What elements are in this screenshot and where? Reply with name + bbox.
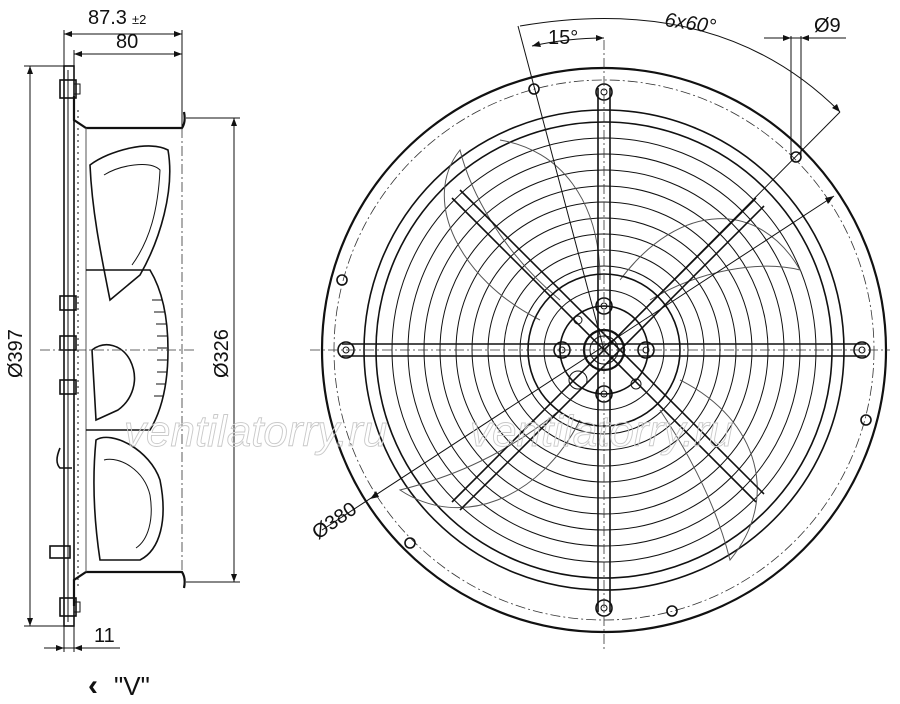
front-view: 15° 6x60° Ø9 Ø380 — [308, 9, 890, 650]
dim-depth-housing: 80 — [73, 31, 182, 96]
depth-total-label: 87.3 — [88, 7, 127, 29]
dim-hole-pattern: 6x60° — [519, 9, 841, 351]
flange-thickness-label: 11 — [94, 625, 115, 647]
dim-depth-total: 87.3 ±2 — [63, 7, 183, 128]
dim-inner-diameter: Ø326 — [186, 117, 240, 583]
blade-side-bottom — [93, 436, 164, 561]
hole-diameter-label: Ø9 — [814, 15, 841, 37]
depth-tolerance-label: ±2 — [132, 12, 146, 27]
dim-angle-offset: 15° — [517, 25, 605, 351]
dim-hole-diameter: Ø9 — [764, 15, 846, 157]
watermark: ventilatorry.ru — [124, 407, 387, 456]
flange-bolts — [49, 79, 81, 617]
mounting-flange — [63, 65, 75, 627]
watermark-repeat: ventilatorry.ru — [470, 407, 733, 456]
view-arrow: ‹ — [88, 669, 98, 702]
side-view: 87.3 ±2 80 Ø397 Ø326 — [5, 7, 240, 702]
hole-pattern-label: 6x60° — [663, 9, 717, 38]
flange-mounting-holes — [336, 83, 872, 617]
dim-outer-diameter: Ø397 — [5, 65, 64, 627]
blade-side-top — [89, 145, 171, 302]
blade-side-middle — [91, 344, 136, 422]
bolt-circle-label: Ø380 — [308, 498, 361, 544]
angle-offset-label: 15° — [548, 27, 578, 49]
depth-housing-label: 80 — [116, 31, 138, 53]
housing-bottom — [72, 570, 186, 606]
view-label: "V" — [114, 671, 150, 701]
dim-flange-thickness: 11 — [44, 616, 120, 652]
outer-diameter-label: Ø397 — [5, 329, 27, 378]
inner-diameter-label: Ø326 — [211, 329, 233, 378]
housing-top — [72, 96, 186, 130]
motor-fins-side — [152, 299, 167, 397]
view-marker: ‹ "V" — [88, 669, 150, 702]
